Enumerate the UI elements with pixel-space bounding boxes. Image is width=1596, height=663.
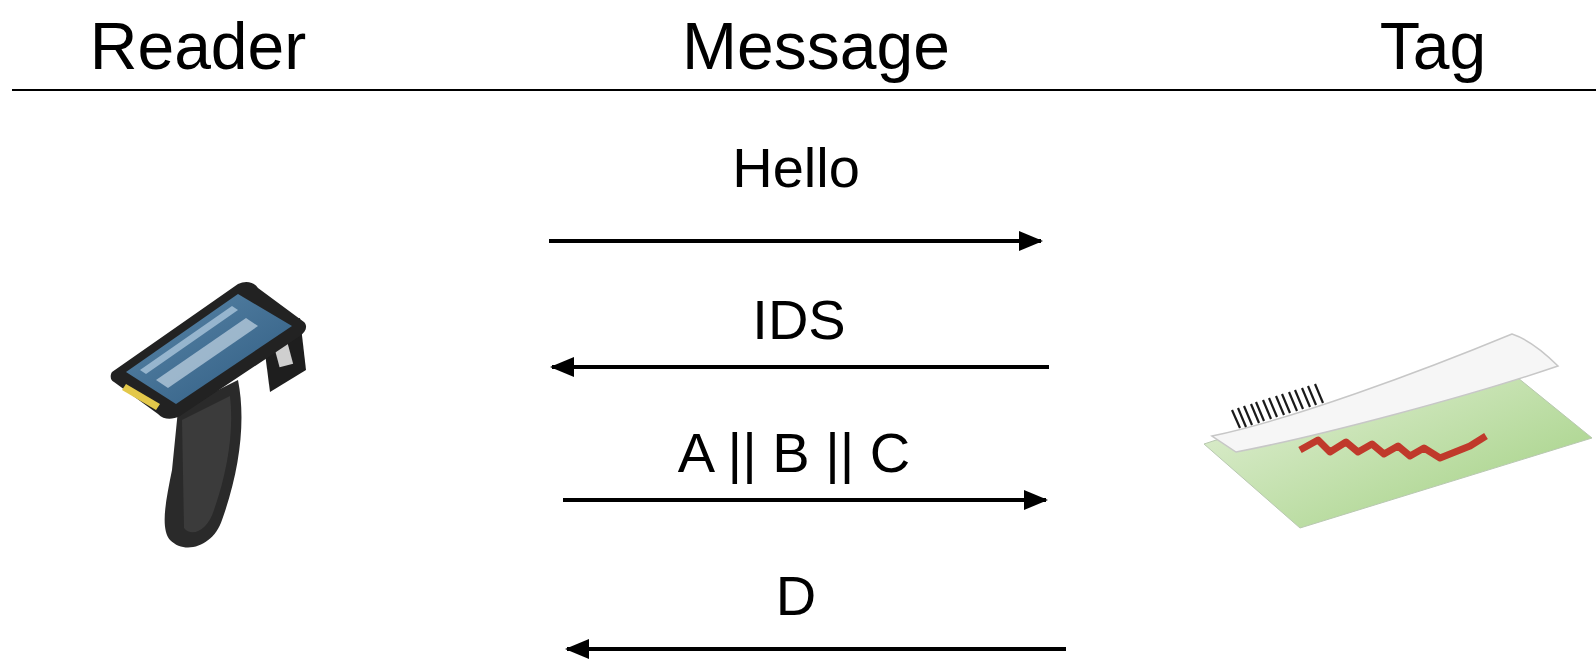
message-arrow [567,647,1066,651]
column-heading: Message [682,10,950,83]
message-label: A || B || C [678,422,910,484]
reader-device [111,282,306,548]
header-rule [12,89,1596,91]
message-label: D [776,565,816,627]
message-arrow [563,498,1046,502]
message-arrow [552,365,1049,369]
message-label: Hello [732,137,860,199]
column-heading: Reader [90,10,306,83]
rfid-tag [1204,334,1592,528]
message-arrow [549,239,1041,243]
message-label: IDS [752,289,845,351]
column-heading: Tag [1380,10,1486,83]
